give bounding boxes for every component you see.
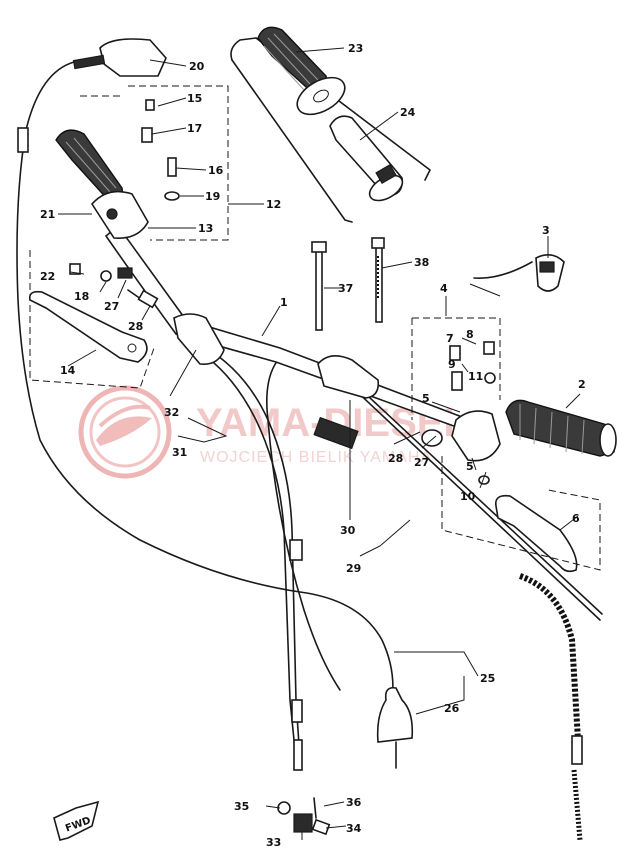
label-26: 26 [444, 702, 460, 715]
bottom-hardware [277, 797, 331, 836]
small-hardware-right [449, 341, 496, 391]
watermark-subtitle: WOJCIECH BIELIK YAMAHA [200, 449, 432, 466]
label-3: 3 [542, 224, 550, 237]
kill-switch-3 [469, 254, 565, 297]
cable-strap-38 [371, 237, 385, 323]
label-34: 34 [346, 822, 362, 835]
bar-pad-30 [313, 355, 380, 450]
label-25: 25 [480, 672, 495, 685]
leader-lines [58, 47, 581, 840]
label-6: 6 [572, 512, 580, 525]
cable-strap-37 [311, 241, 327, 331]
label-5-lower: 5 [466, 460, 474, 473]
label-18: 18 [74, 290, 89, 303]
label-28-right: 28 [388, 452, 403, 465]
label-5-upper: 5 [422, 392, 430, 405]
label-16: 16 [208, 164, 224, 177]
label-27-right: 27 [414, 456, 429, 469]
label-30: 30 [340, 524, 356, 537]
label-38: 38 [414, 256, 429, 269]
label-19: 19 [205, 190, 220, 203]
label-4: 4 [440, 282, 448, 295]
label-21: 21 [40, 208, 55, 221]
clutch-cable [16, 61, 394, 701]
group-outline-right [411, 317, 601, 571]
label-33: 33 [266, 836, 281, 849]
fwd-arrow-icon: FWD [53, 800, 100, 841]
label-12: 12 [266, 198, 281, 211]
label-11: 11 [468, 370, 483, 383]
throttle-cable [207, 355, 303, 771]
label-31: 31 [172, 446, 187, 459]
label-36: 36 [346, 796, 362, 809]
label-22: 22 [40, 270, 55, 283]
throttle-grip-2 [505, 399, 617, 457]
label-29: 29 [346, 562, 361, 575]
label-15: 15 [187, 92, 202, 105]
small-hardware-left [69, 99, 180, 309]
group-outline-left [29, 85, 229, 389]
decompressor-boot-26 [376, 686, 414, 769]
label-2: 2 [578, 378, 586, 391]
label-20: 20 [189, 60, 205, 73]
grip-rubber-23 [257, 26, 346, 116]
lever-holder-13 [90, 190, 149, 239]
label-1: 1 [280, 296, 288, 309]
label-32: 32 [164, 406, 179, 419]
brake-cable [266, 351, 603, 841]
label-27-left: 27 [104, 300, 119, 313]
part-labels: 20 15 17 16 19 12 13 21 22 18 27 28 14 2… [40, 42, 586, 849]
label-9: 9 [448, 358, 456, 371]
label-35: 35 [234, 800, 249, 813]
throttle-grip-inset [230, 26, 431, 223]
label-28-left: 28 [128, 320, 143, 333]
cable-bracket-20 [72, 38, 167, 77]
label-7: 7 [446, 332, 454, 345]
label-37: 37 [338, 282, 353, 295]
label-24: 24 [400, 106, 416, 119]
clutch-lever-14 [28, 290, 148, 363]
label-17: 17 [187, 122, 202, 135]
watermark-logo-icon [78, 385, 172, 479]
throttle-tube-24 [329, 115, 404, 202]
label-10: 10 [460, 490, 476, 503]
front-brake-lever-6 [494, 494, 578, 573]
label-13: 13 [198, 222, 213, 235]
label-23: 23 [348, 42, 363, 55]
label-14: 14 [60, 364, 76, 377]
bar-pad-32 [173, 313, 225, 366]
label-8: 8 [466, 328, 474, 341]
